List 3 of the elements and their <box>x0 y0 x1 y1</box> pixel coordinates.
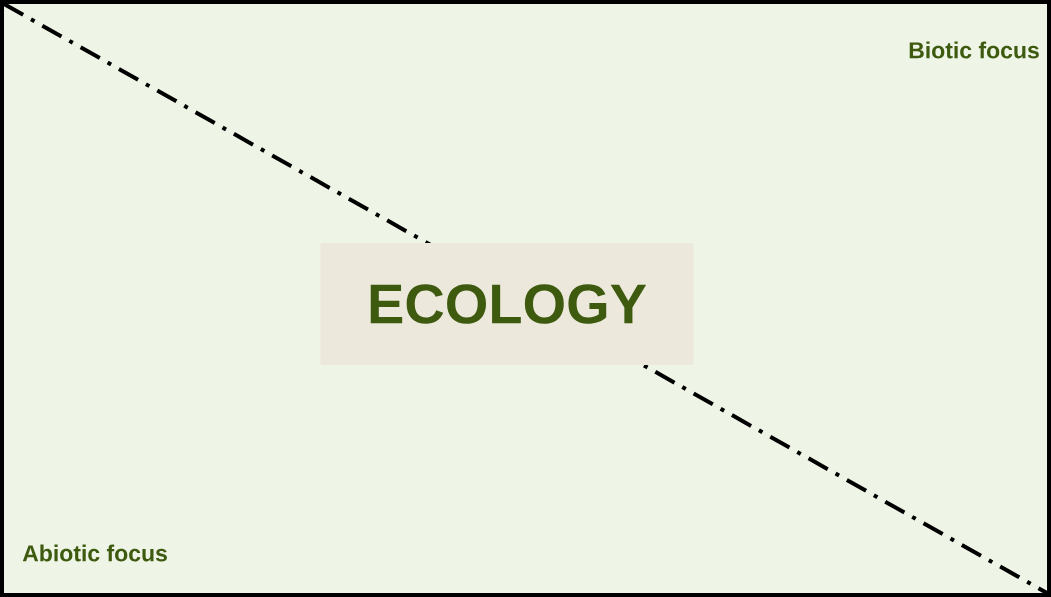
title-box: ECOLOGY <box>320 243 694 365</box>
region-label: Biotic focus <box>909 41 1039 59</box>
region-label: Abiotic focus <box>22 544 167 562</box>
